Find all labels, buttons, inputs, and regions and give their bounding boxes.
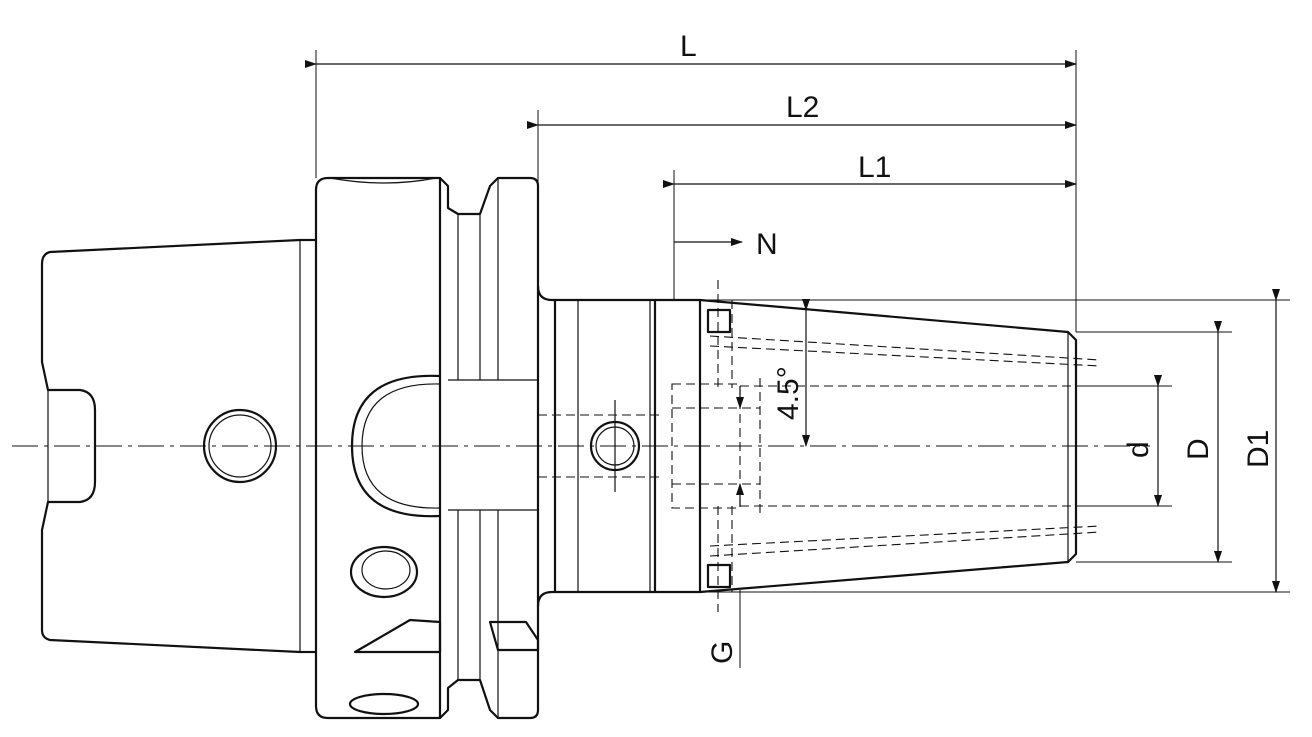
shaft-body [536,285,660,607]
dim-label-L: L [680,30,697,63]
bottom-slot-ellipse [348,692,420,716]
dim-label-d: d [1122,441,1155,458]
dim-label-G: G [706,641,739,664]
dim-label-L2: L2 [786,91,819,124]
lower-pin-rect [706,563,732,589]
chip-hole-ellipse [349,545,419,599]
extension-lines [315,50,1290,668]
dim-label-L1: L1 [858,151,891,184]
upper-pin-rect [706,308,732,334]
orientation-notch [350,374,441,518]
flange-body [314,176,540,720]
dim-label-angle: 4.5° [772,366,805,420]
drive-hole-circle [202,408,278,484]
dim-label-D1: D1 [1242,430,1275,468]
dim-label-N: N [756,228,778,261]
dimension-lines [305,60,1280,593]
tapered-nose [655,280,1101,612]
dim-label-D: D [1182,438,1215,460]
hsk-shank [40,238,316,654]
